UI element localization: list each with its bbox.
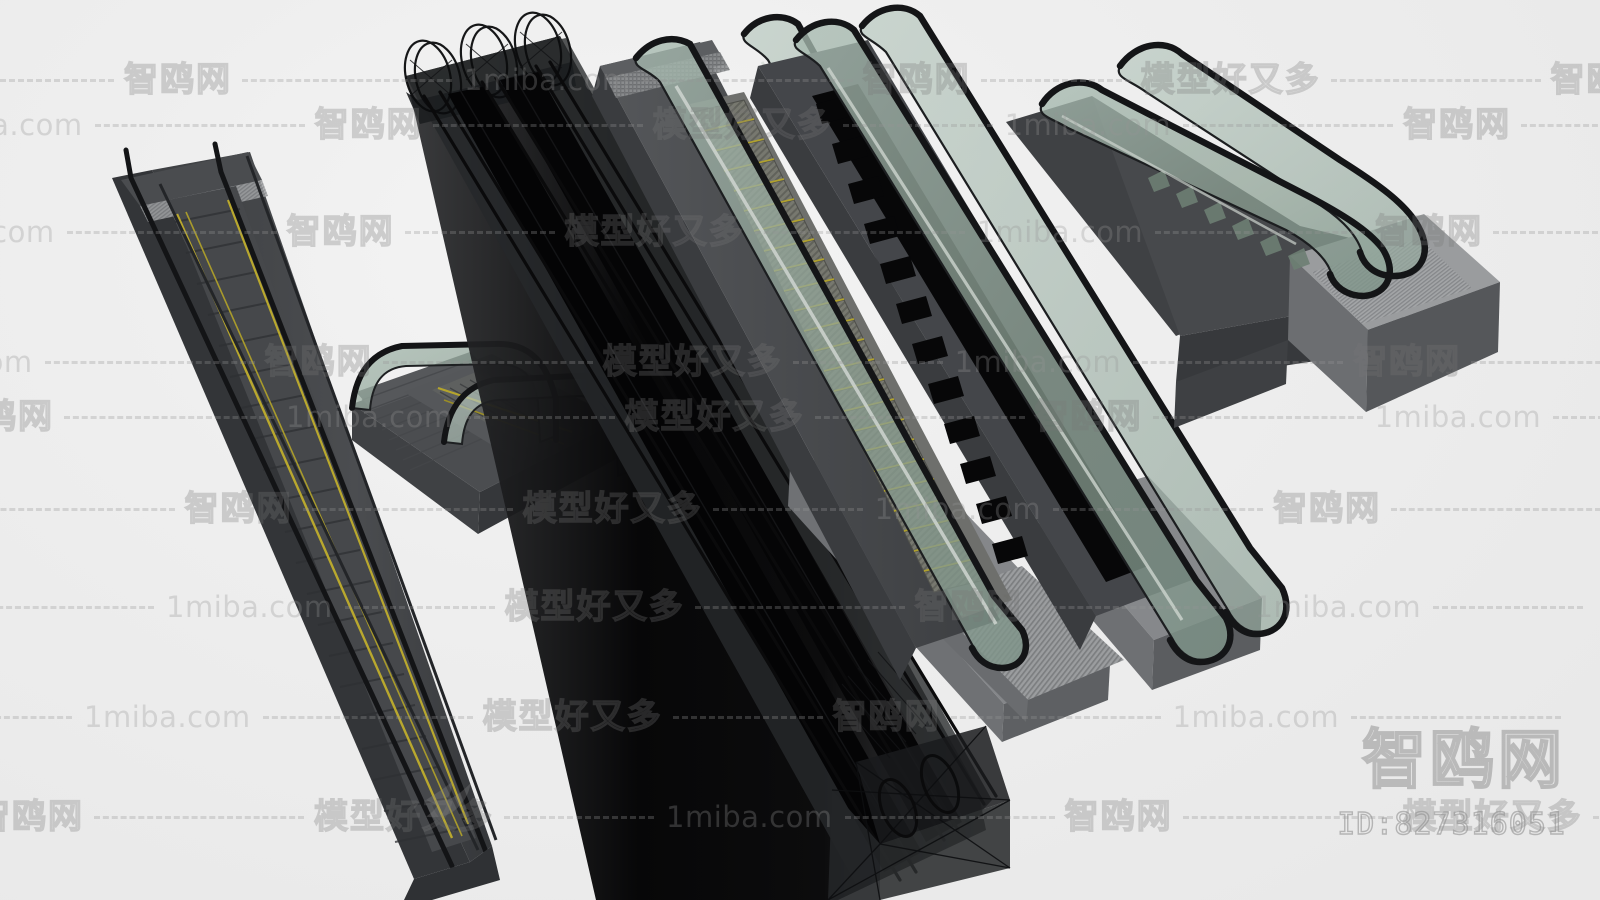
brand-watermark: 智鸥网 ID:827316051: [1337, 709, 1566, 843]
model-tall-glass-escalator-upper-landing: [1006, 41, 1500, 428]
model-narrow-moving-walkway-escalator: [112, 141, 500, 900]
model-long-glass-escalator-dark-deck: [750, 4, 1290, 690]
seagull-icon: [426, 781, 471, 818]
model-id: ID:827316051: [1337, 806, 1566, 842]
brand-name: 智鸥网: [1361, 723, 1566, 799]
